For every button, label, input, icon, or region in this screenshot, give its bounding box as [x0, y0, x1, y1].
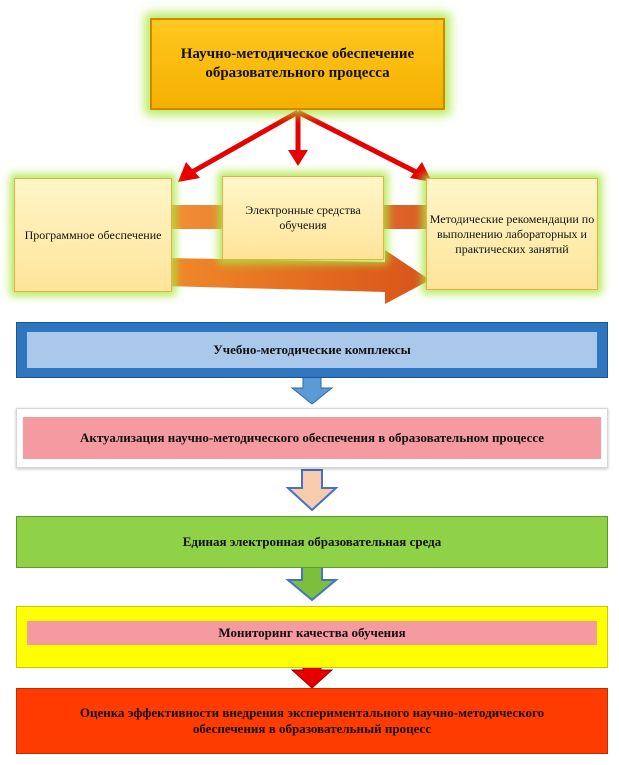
- box-electronic-tools-label: Электронные средства обучения: [245, 203, 361, 232]
- box-software-label: Программное обеспечение: [24, 227, 162, 242]
- bar-umk: Учебно-методические комплексы: [16, 322, 608, 378]
- box-electronic-tools: Электронные средства обучения: [222, 176, 384, 260]
- orange-arrow-lower: [165, 250, 430, 304]
- bar-actualization-label: Актуализация научно-методического обеспе…: [23, 417, 601, 459]
- red-arrow-left: [190, 109, 300, 175]
- red-arrowhead-right: [410, 162, 432, 182]
- top-box-label: Научно-методическое обеспечение образова…: [180, 46, 415, 81]
- down-arrow-green: [285, 565, 339, 602]
- bar-umk-label: Учебно-методические комплексы: [27, 332, 597, 368]
- bar-environment: Единая электронная образовательная среда: [16, 516, 608, 568]
- bar-evaluation-label: Оценка эффективности внедрения экспериме…: [79, 704, 545, 736]
- box-software: Программное обеспечение: [14, 178, 172, 292]
- bar-evaluation: Оценка эффективности внедрения экспериме…: [16, 688, 608, 754]
- bar-environment-label: Единая электронная образовательная среда: [182, 533, 442, 549]
- box-methodical-recommendations: Методические рекомендации по выполнению …: [426, 178, 598, 290]
- top-box: Научно-методическое обеспечение образова…: [150, 18, 445, 110]
- bar-actualization: Актуализация научно-методического обеспе…: [16, 408, 608, 468]
- down-arrow-peach: [285, 469, 339, 512]
- box-methodical-recommendations-label: Методические рекомендации по выполнению …: [429, 211, 595, 256]
- bar-monitoring-label: Мониторинг качества обучения: [27, 621, 597, 645]
- down-arrow-blue: [290, 375, 334, 405]
- bar-monitoring: Мониторинг качества обучения: [16, 606, 608, 668]
- red-arrow-right: [296, 109, 418, 175]
- red-arrowhead-center: [288, 150, 308, 166]
- red-arrowhead-left: [178, 162, 200, 182]
